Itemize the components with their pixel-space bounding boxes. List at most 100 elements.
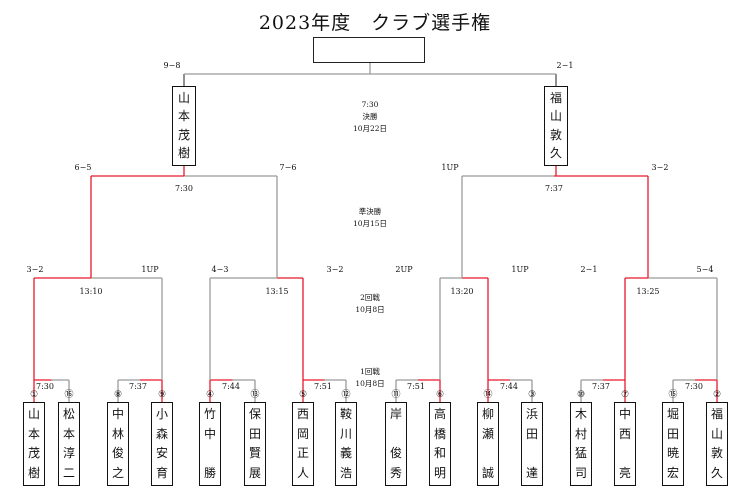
player-name-box: 竹中 勝 [199, 402, 221, 486]
semi-score-2: 7−6 [279, 163, 297, 172]
player-name-box: 松本淳二 [58, 402, 80, 486]
r1-time-3: 7:44 [222, 382, 240, 391]
player-name-box: 木村猛司 [570, 402, 592, 486]
player-seed: ⑧ [113, 390, 123, 400]
player-name-box: 柳瀬 誠 [477, 402, 499, 486]
r1-time-4: 7:51 [314, 382, 332, 391]
name-char: 西 [618, 426, 631, 441]
name-char: 山 [710, 426, 723, 441]
player-name-box: 高橋和明 [429, 402, 451, 486]
name-char: 正 [296, 446, 309, 461]
name-char: 秀 [389, 465, 402, 480]
name-char: 宏 [666, 465, 679, 480]
r2-info: 2回戦 10月8日 [355, 292, 384, 316]
semi-right-time: 7:37 [545, 184, 563, 193]
player-seed: ⑯ [64, 390, 74, 400]
name-char: 村 [574, 426, 587, 441]
name-char: 展 [248, 465, 261, 480]
name-char: 敦 [710, 446, 723, 461]
player-seed: ⑨ [157, 390, 167, 400]
r1-time-8: 7:30 [685, 382, 703, 391]
name-char: 福 [710, 407, 723, 421]
name-char: 本 [62, 426, 75, 441]
r2-score-4: 3−2 [326, 265, 344, 274]
r1-time-5: 7:51 [407, 382, 425, 391]
r2-score-6: 1UP [511, 265, 529, 274]
name-char: 保 [248, 407, 261, 421]
final-time: 7:30 [361, 100, 379, 109]
name-char: 山 [27, 407, 40, 421]
final-round-label: 決勝 [362, 112, 378, 121]
name-char: 竹 [203, 407, 216, 421]
name-char: 安 [155, 446, 168, 461]
player-seed: ⑤ [298, 390, 308, 400]
name-char: 岸 [389, 407, 402, 421]
name-char: 茂 [177, 127, 190, 142]
r2-time-2: 13:15 [265, 287, 289, 296]
player-seed: ② [712, 390, 722, 400]
player-name-box: 中林俊之 [107, 402, 129, 486]
name-char: 久 [549, 145, 562, 160]
name-char: 本 [177, 109, 190, 124]
player-seed: ⑮ [668, 390, 678, 400]
name-char: 堀 [666, 407, 679, 421]
name-char [623, 447, 627, 460]
name-char: 之 [111, 465, 124, 480]
player-seed: ④ [205, 390, 215, 400]
name-char: 浩 [339, 465, 352, 480]
name-char: 茂 [27, 446, 40, 461]
final-date: 10月22日 [352, 124, 388, 133]
semi-score-3: 1UP [441, 163, 459, 172]
final-right-score: 2−1 [556, 61, 574, 70]
page-title: 2023年度 クラブ選手権 [258, 12, 492, 34]
r2-score-3: 4−3 [211, 265, 229, 274]
name-char: 誠 [481, 465, 494, 480]
name-char: 中 [618, 407, 631, 421]
name-char [486, 447, 490, 460]
name-char: 鞍 [339, 407, 352, 421]
semi-score-4: 3−2 [651, 163, 669, 172]
r2-score-5: 2UP [395, 265, 413, 274]
player-name-box: 岸 俊秀 [385, 402, 407, 486]
r2-time-1: 13:10 [79, 287, 103, 296]
final-left-score: 9−8 [163, 61, 181, 70]
name-char: 樹 [27, 465, 40, 480]
r1-round-label: 1回戦 [360, 367, 380, 376]
r1-time-2: 7:37 [129, 382, 147, 391]
player-seed: ⑦ [620, 390, 630, 400]
player-seed: ③ [527, 390, 537, 400]
name-char: 淳 [62, 446, 75, 461]
name-char: 勝 [203, 465, 216, 480]
name-char: 明 [433, 465, 446, 480]
semi-info: 準決勝 10月15日 [353, 206, 387, 230]
name-char: 山 [549, 109, 562, 124]
final-info: 7:30 決勝 10月22日 [353, 99, 387, 135]
r2-date: 10月8日 [355, 305, 385, 314]
name-char: 賢 [248, 446, 261, 461]
r2-time-3: 13:20 [450, 287, 474, 296]
name-char: 浜 [525, 407, 538, 421]
r2-score-1: 3−2 [26, 265, 44, 274]
player-seed: ⑬ [250, 390, 260, 400]
player-name-box: 福山敦久 [706, 402, 728, 486]
name-char: 森 [155, 426, 168, 441]
r1-time-7: 7:37 [592, 382, 610, 391]
name-char: 俊 [111, 446, 124, 461]
r1-date: 10月8日 [355, 379, 385, 388]
name-char: 柳 [481, 407, 494, 421]
name-char: 瀬 [481, 426, 494, 441]
player-name-box: 小森安育 [151, 402, 173, 486]
name-char: 育 [155, 465, 168, 480]
name-char: 亮 [618, 465, 631, 480]
finalist-left: 山本茂樹 [172, 86, 196, 166]
player-seed: ⑭ [483, 390, 493, 400]
name-char: 猛 [574, 446, 587, 461]
name-char: 林 [111, 426, 124, 441]
name-char: 二 [62, 465, 75, 480]
name-char: 福 [549, 91, 562, 105]
r2-score-7: 2−1 [580, 265, 598, 274]
name-char: 司 [574, 465, 587, 480]
name-char: 橋 [433, 426, 446, 441]
name-char: 岡 [296, 426, 309, 441]
